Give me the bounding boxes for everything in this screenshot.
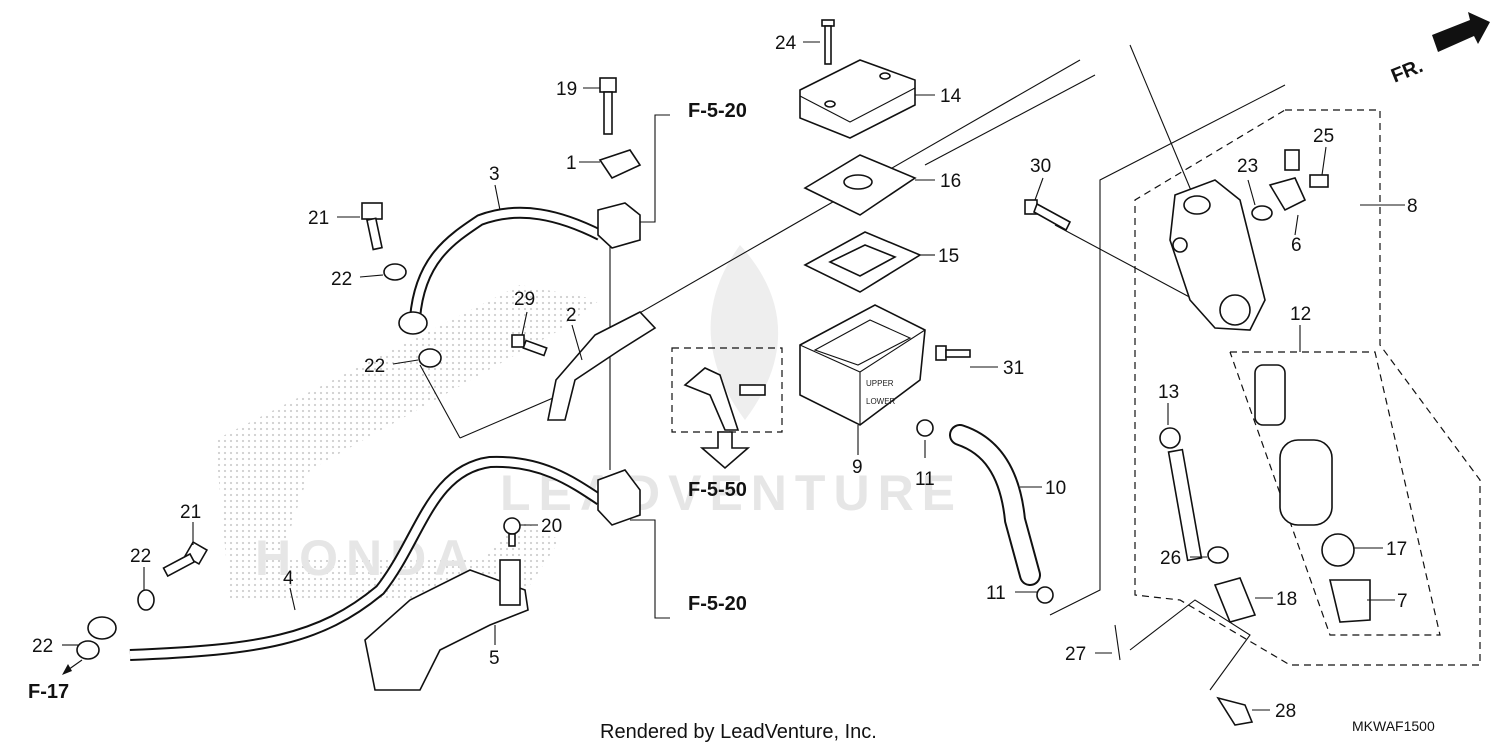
callout-1: 1 [566, 153, 577, 174]
hose-clamp-11-upper [916, 419, 934, 437]
arrow-down-icon [699, 431, 751, 470]
callout-13: 13 [1158, 382, 1179, 403]
bracket-5 [364, 559, 529, 691]
washer-22-b [418, 348, 442, 368]
screw-24 [821, 19, 835, 65]
push-rod-13 [1159, 427, 1203, 562]
pin-27 [1114, 624, 1121, 661]
clip-28 [1216, 696, 1254, 726]
callout-21-lower: 21 [180, 502, 201, 523]
hose-joint-upper [597, 202, 641, 249]
callout-22-a: 22 [331, 269, 352, 290]
callout-4: 4 [283, 568, 294, 589]
render-credit: Rendered by LeadVenture, Inc. [600, 721, 877, 743]
callout-6: 6 [1291, 235, 1302, 256]
front-direction-arrow-icon [1432, 12, 1490, 52]
callout-2: 2 [566, 305, 577, 326]
bolt-21-lower [162, 540, 209, 578]
callout-29: 29 [514, 289, 535, 310]
diagram-code: MKWAF1500 [1352, 718, 1435, 734]
bolt-31 [935, 345, 971, 361]
bolt-25 [1309, 174, 1329, 188]
plate-1 [598, 149, 642, 180]
reservoir-9: UPPER LOWER [799, 304, 926, 426]
bolt-21-upper [361, 202, 383, 251]
reference-f-5-20-top[interactable]: F-5-20 [688, 100, 747, 122]
piston-cup-12 [1279, 439, 1333, 526]
callout-22-d: 22 [32, 636, 53, 657]
callout-11-upper: 11 [915, 469, 935, 490]
brake-hose-3 [398, 206, 603, 335]
watermark-brand: HONDA [255, 530, 478, 586]
callout-30: 30 [1030, 156, 1051, 177]
callout-20: 20 [541, 516, 562, 537]
bolt-29 [511, 334, 548, 357]
callout-5: 5 [489, 648, 500, 669]
callout-25: 25 [1313, 126, 1334, 147]
reservoir-hose-10 [949, 424, 1041, 586]
reference-f-5-50[interactable]: F-5-50 [688, 479, 747, 501]
bolt-30 [1024, 199, 1072, 232]
joint-6 [1268, 149, 1307, 212]
boot-7 [1328, 579, 1371, 623]
diaphragm-15 [803, 231, 922, 293]
leader-lines [419, 44, 1481, 691]
hose-joint-lower [597, 469, 641, 526]
brake-hose-4 [87, 455, 604, 661]
screw-20 [503, 517, 521, 547]
callout-18: 18 [1276, 589, 1297, 610]
reservoir-cap-14 [799, 59, 916, 139]
callout-7: 7 [1397, 591, 1408, 612]
reference-f-5-20-bottom[interactable]: F-5-20 [688, 593, 747, 615]
callout-9: 9 [852, 457, 863, 478]
callout-28: 28 [1275, 701, 1296, 722]
callout-27: 27 [1065, 644, 1086, 665]
callout-leaders [62, 41, 1405, 711]
callout-10: 10 [1045, 478, 1066, 499]
hose-clamp-11-lower [1036, 586, 1054, 604]
callout-16: 16 [940, 171, 961, 192]
watermark-text: LEADVENTURE [500, 465, 963, 521]
reservoir-lower-label: LOWER [866, 397, 896, 406]
washer-22-a [383, 263, 407, 281]
callout-11-lower: 11 [986, 583, 1006, 604]
inset-clip-group [671, 347, 783, 433]
front-direction-label: FR. [1388, 55, 1426, 87]
master-cylinder-body [1169, 179, 1266, 331]
callout-15: 15 [938, 246, 959, 267]
reference-f-17[interactable]: F-17 [28, 681, 69, 703]
callout-12: 12 [1290, 304, 1311, 325]
bolt-19 [599, 77, 617, 135]
diaphragm-plate-16 [803, 154, 917, 216]
honda-wing-watermark [215, 285, 600, 600]
callout-26: 26 [1160, 548, 1181, 569]
callout-3: 3 [489, 164, 500, 185]
callout-14: 14 [940, 86, 962, 107]
washer-22-d [76, 640, 100, 660]
callout-21-upper: 21 [308, 208, 329, 229]
arrow-left-icon [62, 659, 83, 675]
nut-26 [1207, 546, 1229, 564]
callout-31: 31 [1003, 358, 1024, 379]
callout-23: 23 [1237, 156, 1258, 177]
circlip-17 [1321, 533, 1355, 567]
washer-23 [1251, 205, 1273, 221]
flame-logo-watermark [710, 245, 779, 420]
callout-24: 24 [775, 33, 797, 54]
reservoir-upper-label: UPPER [866, 379, 894, 388]
bracket-2 [547, 311, 657, 421]
callout-17: 17 [1386, 539, 1407, 560]
callout-19: 19 [556, 79, 577, 100]
joint-18 [1213, 577, 1257, 623]
washer-22-c [137, 589, 155, 611]
piston-spring-12 [1254, 364, 1286, 426]
callout-8: 8 [1407, 196, 1418, 217]
callout-22-b: 22 [364, 356, 385, 377]
callout-22-c: 22 [130, 546, 151, 567]
